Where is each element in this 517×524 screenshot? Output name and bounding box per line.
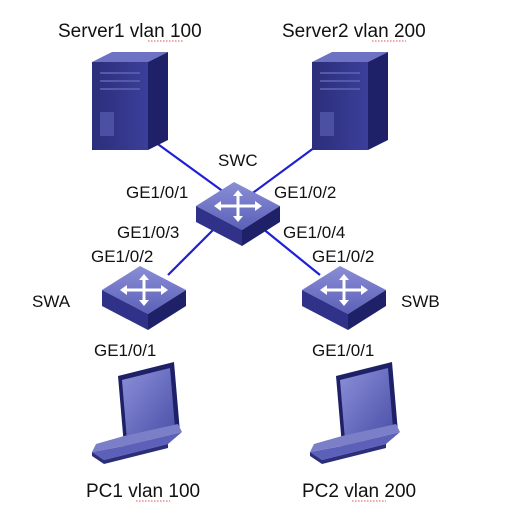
swc-label: SWC — [218, 151, 258, 170]
swb-label: SWB — [401, 292, 440, 311]
swb-downlink-port-label: GE1/0/1 — [312, 341, 374, 360]
server2-label: Server2 vlan 200 — [282, 21, 426, 42]
link-server2-swc — [249, 141, 323, 196]
switch-swb-icon — [302, 266, 386, 330]
link-swc-swa — [167, 227, 216, 276]
swc-port-4-label: GE1/0/4 — [283, 223, 345, 242]
swc-port-2-label: GE1/0/2 — [274, 183, 336, 202]
swc-port-1-label: GE1/0/1 — [126, 183, 188, 202]
swa-label: SWA — [32, 292, 71, 311]
server2-icon — [312, 52, 388, 150]
swa-downlink-port-label: GE1/0/1 — [94, 341, 156, 360]
swc-port-3-label: GE1/0/3 — [117, 223, 179, 242]
pc2-laptop-icon — [310, 362, 400, 464]
pc1-laptop-icon — [92, 362, 182, 464]
pc1-label: PC1 vlan 100 — [86, 481, 200, 502]
links — [154, 141, 323, 276]
server1-icon — [92, 52, 168, 150]
swb-uplink-port-label: GE1/0/2 — [312, 247, 374, 266]
link-server1-swc — [154, 141, 229, 196]
pc2-label: PC2 vlan 200 — [302, 481, 416, 502]
server1-label: Server1 vlan 100 — [58, 21, 202, 42]
swa-uplink-port-label: GE1/0/2 — [91, 247, 153, 266]
switch-swc-icon — [196, 182, 280, 246]
switch-swa-icon — [102, 266, 186, 330]
link-swc-swb — [261, 227, 321, 276]
